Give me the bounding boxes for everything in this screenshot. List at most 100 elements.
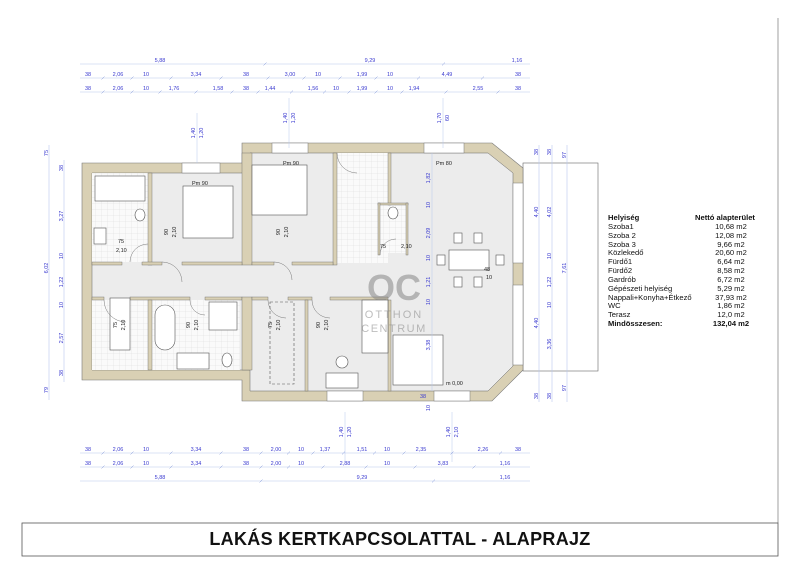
dimension-tick [259,465,263,469]
dimension-tick [400,90,404,94]
cabinet [361,299,389,354]
dimension-label: 10 [426,299,432,305]
dimension-label: 38 [534,149,540,155]
svg-text:OTTHON: OTTHON [365,309,423,321]
dimension-label: 10 [426,405,432,411]
dimension-label: 2,00 [271,461,282,467]
dimension-label: 2,57 [59,333,65,344]
dimension-tick [101,451,105,455]
dimension-label: 4,49 [442,72,453,78]
dimension-tick [130,451,134,455]
dimension-label: 38 [515,447,521,453]
dimension-tick [259,479,263,483]
room-name: Fürdő1 [608,257,633,267]
sofa [392,334,444,386]
dimension-label: 10 [143,86,149,92]
dimension-label: 3,34 [191,461,202,467]
dimension-tick [130,465,134,469]
room-name: Fürdő2 [608,266,633,276]
dimension-tick [364,465,368,469]
dimension-tick [286,465,291,469]
dimension-label: 97 [562,385,568,391]
room-name: Nappali+Konyha+Étkező [608,292,692,302]
dimension-tick [169,451,173,455]
dimension-label: 10 [143,447,149,453]
dimension-label: 1,22 [59,277,65,288]
door-height: 2,10 [401,244,412,250]
svg-text:OC: OC [367,267,421,308]
toilet [134,208,146,222]
dimension-label: 1,16 [500,461,511,467]
dimension-label: 38 [85,72,91,78]
opening-height: 1,20 [347,427,353,438]
window [433,390,471,402]
dimension-tick [496,90,500,94]
parapet-label: Pm 90 [283,161,299,167]
shower [208,301,238,331]
bed [182,185,234,239]
door-width: 90 [316,322,322,328]
area-table-header: Helyiség Nettó alapterület [608,213,760,223]
dimension-label: 7,61 [562,263,568,274]
interior-walls [91,152,409,392]
dimension-tick [372,451,377,455]
dimension-tick [374,90,378,94]
dimension-tick [480,76,485,80]
window [512,284,524,366]
room-name: Szoba 2 [608,230,636,240]
area-table-row: WC 1,86 m2 [608,302,760,311]
room-name: Közlekedő [608,248,644,258]
dimension-tick [259,451,263,455]
door-width: 90 [186,322,192,328]
floor-level: m 0,00 [446,381,463,387]
dimension-label: 38 [534,393,540,399]
dim-label: 38 [420,394,426,400]
door-height: 2,10 [284,227,290,238]
sink [93,227,107,245]
door-height: 2,10 [116,248,127,254]
window-label: 48 [484,267,490,273]
room-name: Szoba1 [608,221,634,231]
dimension-tick [194,90,198,94]
windows [181,142,524,402]
header-area: Nettó alapterület [695,213,755,222]
room-area: 6,64 m2 [717,257,745,267]
svg-text:CENTRUM: CENTRUM [361,323,427,335]
room-area: 9,66 m2 [717,239,745,249]
dimension-tick [263,62,267,66]
dimension-label: 2,26 [478,447,489,453]
room-name: WC [608,301,621,311]
dimension-tick [289,90,294,94]
room-name: Gardrób [608,274,636,284]
room-area: 1,86 m2 [717,301,745,311]
door-width: 75 [118,239,124,245]
dimension-label: 38 [515,72,521,78]
dimension-label: 10 [59,253,65,259]
dimension-label: 1,76 [169,86,180,92]
dimension-label: 38 [243,86,249,92]
door-height: 2,10 [194,320,200,331]
dimension-tick [219,451,223,455]
dimension-label: 10 [384,461,390,467]
dimension-tick [431,479,436,483]
dimension-label: 9,29 [357,475,368,481]
dimension-label: 1,99 [357,86,368,92]
dimension-label: 1,82 [426,173,432,184]
dimension-label: 10 [426,255,432,261]
opening-height: 60 [445,115,451,121]
dimension-label: 38 [85,86,91,92]
dimension-label: 3,83 [438,461,449,467]
dimension-label: 3,36 [547,339,553,350]
dimension-label: 10 [426,202,432,208]
dimension-label: 38 [85,447,91,453]
dimension-label: 10 [384,447,390,453]
dimension-label: 75 [44,150,50,156]
terrace [522,162,599,372]
room-name: Szoba 3 [608,239,636,249]
